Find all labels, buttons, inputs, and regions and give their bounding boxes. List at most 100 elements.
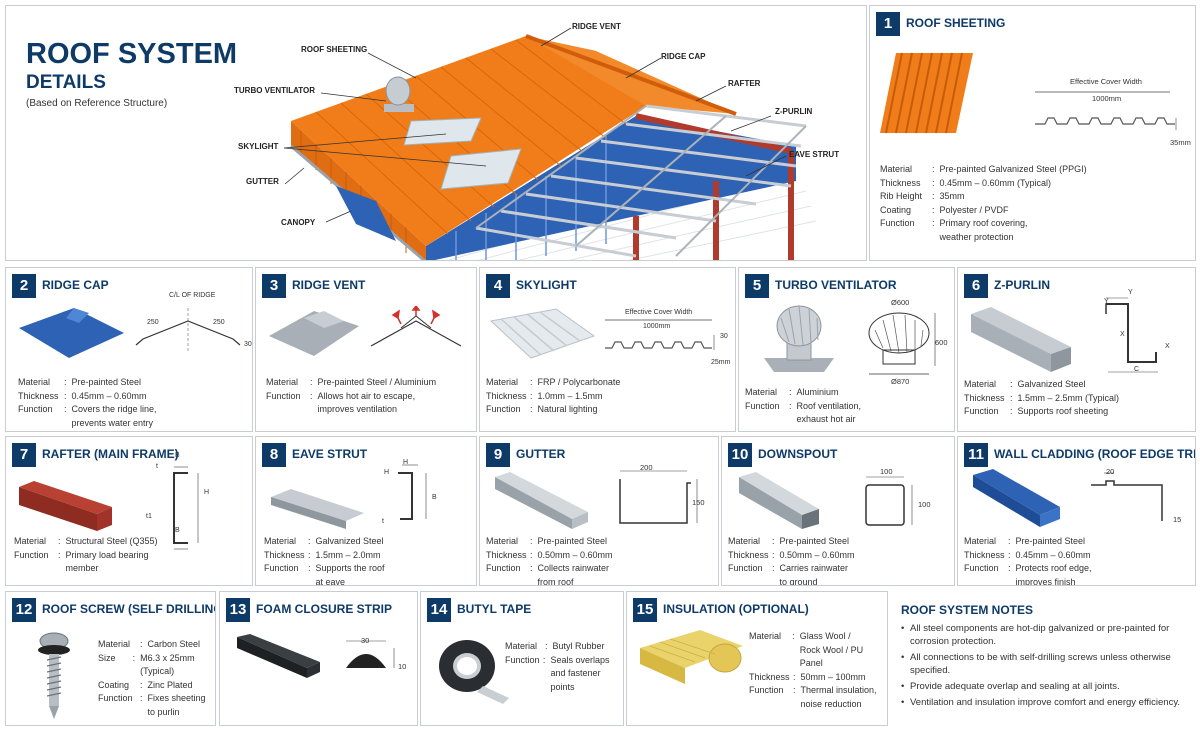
callout-skylight: SKYLIGHT: [238, 142, 279, 151]
panel-title: WALL CLADDING (ROOF EDGE TRIM): [994, 447, 1196, 461]
panel-skylight: 4 SKYLIGHT Effective Cover Width 1000mm …: [479, 267, 736, 432]
panel-title: RIDGE CAP: [42, 278, 109, 292]
note-item: All steel components are hot-dip galvani…: [901, 622, 1185, 648]
spec-value: Zinc Plated: [147, 679, 193, 690]
panel-title: ROOF SCREW (SELF DRILLING): [42, 602, 216, 616]
spec-key: Material: [964, 536, 997, 546]
turbo-ventilator-illustration: [764, 305, 834, 372]
panel-title: EAVE STRUT: [292, 447, 368, 461]
spec-key: Material: [745, 387, 778, 397]
spec-value: Protects roof edge, improves finish: [1015, 563, 1092, 586]
subtitle: (Based on Reference Structure): [26, 98, 168, 109]
cover-width-label: Effective Cover Width: [625, 309, 693, 316]
spec-separator: :: [1010, 406, 1018, 416]
callout-ridge-cap: RIDGE CAP: [661, 52, 706, 61]
spec-value: Seals overlaps and fastener points: [550, 654, 610, 692]
spec-row: Material: Pre-painted Steel / Aluminium: [266, 376, 436, 390]
panel-title: RIDGE VENT: [292, 278, 366, 292]
dim-top: Ø600: [891, 298, 910, 307]
roof-sheet-profile: [1035, 91, 1177, 130]
title-line-1: ROOF SYSTEM: [26, 38, 238, 70]
spec-separator: :: [932, 177, 940, 188]
panel-number: 14: [427, 598, 451, 622]
spec-key: Function: [964, 563, 999, 573]
spec-value: 0.45mm – 0.60mm: [1015, 549, 1091, 560]
spec-separator: :: [64, 404, 72, 414]
spec-key: Thickness: [880, 177, 921, 188]
panel-insulation: 15 INSULATION (OPTIONAL) Material: Glass…: [626, 591, 888, 726]
panel-turbo-ventilator: 5 TURBO VENTILATOR Ø600 600 Ø870 Materia…: [738, 267, 955, 432]
spec-key: Material: [964, 379, 997, 389]
insulation-illustration: [640, 630, 743, 684]
spec-key: Thickness: [18, 390, 59, 401]
dim-base: Ø870: [891, 377, 910, 386]
spec-row: Material: Carbon Steel: [98, 638, 215, 652]
spec-list: Material: Glass Wool / Rock Wool / PU Pa…: [749, 630, 887, 711]
title-line-2: DETAILS: [26, 72, 106, 93]
eave-strut-section: [398, 464, 427, 520]
dim-c: C: [1134, 366, 1140, 373]
roof-screw-illustration: [38, 632, 70, 719]
panel-number: 1: [876, 12, 900, 36]
dim-left: 250: [147, 319, 159, 326]
spec-value: 1.5mm – 2.0mm: [315, 549, 381, 560]
spec-row: Thickness: 50mm – 100mm: [749, 671, 887, 685]
dim-height: 10: [398, 662, 407, 671]
spec-row: Thickness: 1.0mm – 1.5mm: [486, 390, 620, 404]
spec-key: Function: [745, 400, 780, 411]
spec-key: Function: [486, 563, 521, 573]
downspout-illustration: [739, 472, 819, 529]
panel-rafter: 7 RAFTER (MAIN FRAME) B t H t1 B Materia…: [5, 436, 253, 586]
spec-value: Roof ventilation, exhaust hot air: [796, 400, 862, 425]
spec-key: Thickness: [264, 549, 305, 560]
dim-right: 250: [213, 319, 225, 326]
spec-row: Thickness: 0.50mm – 0.60mm: [728, 549, 855, 563]
panel-ridge-vent: 3 RIDGE VENT Material: Pre-painted Steel…: [255, 267, 477, 432]
panel-roof-sheeting: 1 ROOF SHEETING Effective Cover Width 10…: [869, 5, 1196, 261]
spec-value: Pre-painted Steel / Aluminium: [317, 377, 437, 387]
skylight-illustration: [489, 308, 596, 359]
panel-number: 5: [745, 274, 769, 298]
note-item: Provide adequate overlap and sealing at …: [901, 680, 1185, 693]
panel-downspout: 10 DOWNSPOUT 100 100 Material: Pre-paint…: [721, 436, 955, 586]
dim-top: 20: [1106, 467, 1115, 476]
spec-row: Function: Primary load bearing member: [14, 549, 158, 576]
spec-separator: :: [132, 652, 141, 663]
spec-separator: :: [530, 536, 538, 546]
eave-strut-illustration: [271, 489, 364, 529]
spec-value: Collects rainwater from roof: [537, 563, 610, 586]
cover-width-value: 1000mm: [643, 323, 671, 330]
spec-separator: :: [308, 549, 316, 560]
spec-value: Structural Steel (Q355): [65, 536, 158, 546]
spec-row: Thickness: 0.50mm – 0.60mm: [486, 549, 613, 563]
panel-title: DOWNSPOUT: [758, 447, 838, 461]
spec-value: Thermal insulation, noise reduction: [800, 685, 877, 709]
callout-ridge-vent: RIDGE VENT: [572, 22, 621, 31]
panel-wall-cladding: 11 WALL CLADDING (ROOF EDGE TRIM) 20 15 …: [957, 436, 1196, 586]
spec-separator: :: [932, 218, 940, 228]
ridge-vent-illustration: [269, 311, 359, 356]
callout-gutter: GUTTER: [246, 177, 279, 186]
callout-roof-sheeting: ROOF SHEETING: [301, 45, 368, 54]
spec-value: Galvanized Steel: [1017, 379, 1086, 389]
dim-y1: Y: [1104, 298, 1109, 305]
spec-row: Function: Carries rainwater to ground: [728, 562, 855, 585]
spec-key: Function: [14, 549, 49, 560]
note-item: All connections to be with self-drilling…: [901, 651, 1185, 677]
spec-separator: :: [310, 390, 318, 401]
spec-key: Material: [486, 377, 519, 387]
dim-t: t: [382, 518, 384, 525]
spec-separator: :: [789, 387, 797, 397]
dim-h-top: H: [403, 459, 409, 466]
panel-number: 10: [728, 443, 752, 467]
spec-value: Carbon Steel: [147, 639, 201, 649]
spec-list: Material: Structural Steel (Q355)Functio…: [14, 535, 158, 576]
panel-number: 13: [226, 598, 250, 622]
spec-list: Material: Pre-painted Galvanized Steel (…: [880, 163, 1087, 244]
spec-key: Function: [728, 563, 763, 573]
